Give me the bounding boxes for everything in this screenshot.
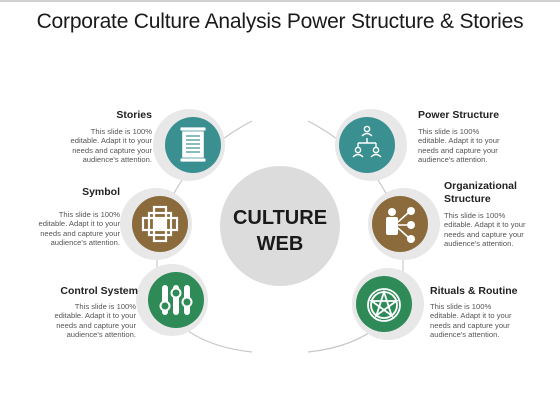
control-system-node <box>136 264 208 336</box>
symbol-title: Symbol <box>82 186 120 198</box>
document-icon <box>179 126 207 163</box>
power-structure-desc-line: audience's attention. <box>418 155 488 165</box>
stories-description: This slide is 100% editable. Adapt it to… <box>50 127 152 165</box>
control-system-desc-line: audience's attention. <box>66 330 136 340</box>
power-structure-desc-line: needs and capture your <box>418 145 498 155</box>
stories-desc-line: editable. Adapt it to your <box>70 136 152 146</box>
power-structure-desc-line: editable. Adapt it to your <box>418 136 500 146</box>
organizational-structure-desc-line: This slide is 100% <box>444 211 506 220</box>
rituals-routine-desc-line: needs and capture your <box>430 320 510 330</box>
symbol-desc-line: audience's attention. <box>50 238 120 248</box>
stories-node <box>153 109 225 181</box>
page-title: Corporate Culture Analysis Power Structu… <box>36 10 524 33</box>
organizational-structure-title-line: Structure <box>444 193 491 205</box>
control-system-desc-line: needs and capture your <box>56 320 136 330</box>
organizational-structure-node <box>368 188 440 260</box>
control-system-title: Control System <box>60 285 138 297</box>
pentagram-icon <box>367 288 401 322</box>
rituals-routine-description: This slide is 100% editable. Adapt it to… <box>430 302 540 340</box>
team-network-icon <box>386 207 415 243</box>
rituals-routine-node <box>352 268 424 340</box>
symbol-desc-line: This slide is 100% <box>58 210 120 219</box>
rituals-routine-desc-line: editable. Adapt it to your <box>430 311 512 321</box>
top-divider <box>0 0 560 2</box>
org-hierarchy-icon <box>352 125 382 158</box>
stories-desc-line: needs and capture your <box>72 145 152 155</box>
stories-title: Stories <box>116 109 152 121</box>
power-structure-description: This slide is 100% editable. Adapt it to… <box>418 127 528 165</box>
organizational-structure-desc-line: editable. Adapt it to your <box>444 220 526 230</box>
symbol-description: This slide is 100% editable. Adapt it to… <box>18 210 120 248</box>
knot-symbol-icon <box>141 205 179 243</box>
power-structure-desc-line: This slide is 100% <box>418 127 480 136</box>
organizational-structure-desc-line: needs and capture your <box>444 229 524 239</box>
rituals-routine-desc-line: This slide is 100% <box>430 302 492 311</box>
center-label: CULTURE WEB <box>218 205 342 257</box>
stories-desc-line: audience's attention. <box>82 155 152 165</box>
center-label-line1: CULTURE <box>232 207 328 229</box>
power-structure-title: Power Structure <box>418 109 500 121</box>
symbol-node <box>120 188 192 260</box>
center-circle <box>220 166 340 286</box>
power-structure-node <box>335 109 407 181</box>
organizational-structure-desc-line: audience's attention. <box>444 239 514 249</box>
center-label-line2: WEB <box>256 233 304 255</box>
rituals-routine-title: Rituals & Routine <box>430 285 518 297</box>
organizational-structure-title: Organizational Structure <box>444 180 554 206</box>
rituals-routine-desc-line: audience's attention. <box>430 330 500 340</box>
control-system-description: This slide is 100% editable. Adapt it to… <box>34 302 136 340</box>
control-system-desc-line: editable. Adapt it to your <box>54 311 136 321</box>
organizational-structure-title-line: Organizational <box>444 180 517 192</box>
stories-desc-line: This slide is 100% <box>90 127 152 136</box>
symbol-desc-line: needs and capture your <box>40 228 120 238</box>
control-system-desc-line: This slide is 100% <box>74 302 136 311</box>
sliders-icon <box>159 285 193 315</box>
organizational-structure-description: This slide is 100% editable. Adapt it to… <box>444 211 554 249</box>
symbol-desc-line: editable. Adapt it to your <box>38 219 120 229</box>
